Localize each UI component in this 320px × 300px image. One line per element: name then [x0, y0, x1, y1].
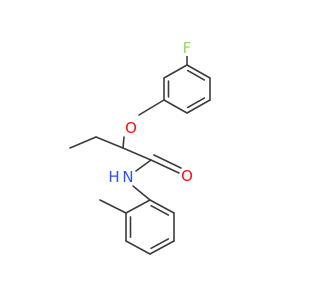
ether-oxygen-atom: O: [123, 119, 139, 137]
carbonyl-oxygen-atom: O: [179, 167, 195, 185]
ring-double-bond: [186, 97, 206, 109]
amide-bond: [135, 159, 152, 172]
ring-bond: [149, 199, 175, 214]
alkyl-carbonyl-bond: [122, 147, 152, 161]
carbonyl-double-bond: [153, 154, 182, 169]
ring-bond: [149, 240, 175, 255]
alkyl-bond: [69, 136, 97, 149]
molecule-diagram: F O O H N: [69, 39, 211, 255]
amide-nitrogen-atom: H N: [107, 168, 136, 186]
amide-nitrogen-label: N: [122, 168, 133, 186]
carbonyl-oxygen-label: O: [181, 167, 193, 185]
ether-alkyl-bond: [122, 136, 125, 149]
aryl-ether-bond: [138, 99, 165, 116]
ring-double-bond: [186, 69, 206, 81]
ring-bond: [163, 99, 188, 114]
alkyl-bond: [95, 136, 124, 149]
amide-hydrogen-label: H: [108, 168, 119, 186]
carbonyl-bond: [150, 159, 180, 174]
fluorine-label: F: [183, 39, 192, 57]
ring-bond: [163, 64, 188, 79]
ether-oxygen-label: O: [125, 119, 137, 137]
ring-double-bond: [150, 238, 170, 250]
ring-bond: [186, 99, 211, 114]
bond-layer: [69, 55, 211, 255]
methyl-bond: [99, 199, 127, 214]
ring-bond: [125, 199, 151, 214]
ring-bond: [125, 240, 151, 255]
ring-bond: [186, 64, 211, 79]
nitrogen-aryl-bond: [132, 185, 151, 201]
ring-double-bond: [150, 204, 170, 216]
fluorine-atom: F: [179, 39, 195, 57]
